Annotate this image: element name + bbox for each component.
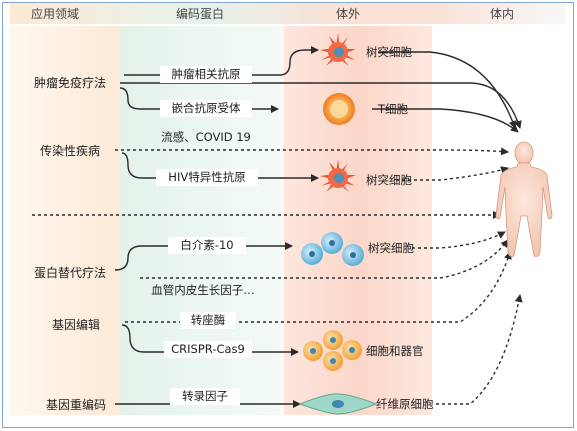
app-label-tumor-immunotherapy: 肿瘤免疫疗法: [34, 76, 107, 90]
app-label-protein-replacement: 蛋白替代疗法: [34, 266, 107, 280]
protein-transposase: 转座酶: [180, 312, 236, 329]
row-gene-edit-arrows: [121, 251, 512, 356]
column-in-vivo: [432, 26, 566, 415]
protein-crispr-cas9: CRISPR-Cas9: [164, 341, 252, 358]
header-band: [10, 3, 566, 24]
dendritic-cell-1: [320, 33, 356, 66]
dendritic-cell-2: [320, 159, 356, 192]
protein-flu-covid: 流感、COVID 19: [161, 130, 251, 144]
header-encoded-protein: 编码蛋白: [175, 7, 224, 21]
row-infect-arrows: [32, 147, 509, 219]
protein-car: 嵌合抗原受体: [160, 100, 252, 117]
header-in-vivo: 体内: [489, 7, 514, 21]
yellow-cell-cluster: [303, 330, 362, 371]
header-in-vitro: 体外: [335, 7, 360, 21]
protein-tumor-antigen: 肿瘤相关抗原: [160, 66, 252, 83]
row-tumor-arrows: [119, 46, 522, 133]
app-label-infectious-disease: 传染性疾病: [40, 144, 101, 158]
human-body-icon: [495, 141, 553, 257]
column-application: [10, 26, 120, 415]
cell-label-dendritic-3: 树突细胞: [368, 241, 414, 255]
cell-label-t-cell: T细胞: [378, 102, 409, 116]
cell-label-cells-and-organs: 细胞和器官: [366, 344, 424, 358]
cell-label-fibroblast: 纤维原细胞: [376, 397, 434, 411]
protein-il10: 白介素-10: [168, 237, 246, 254]
cell-label-dendritic-1: 树突细胞: [366, 45, 412, 59]
fibroblast-cell: [298, 393, 378, 415]
blue-cell-cluster: [301, 232, 364, 266]
app-label-gene-editing: 基因编辑: [52, 318, 101, 332]
row-protein-arrows: [114, 231, 509, 279]
header-application: 应用领域: [30, 7, 79, 21]
protein-vegf: 血管内皮生长因子…: [151, 283, 255, 297]
protein-hiv-antigen: HIV特异性抗原: [156, 169, 258, 186]
t-cell: [323, 93, 355, 125]
protein-transcription-factor: 转录因子: [170, 388, 240, 405]
app-label-gene-reprogramming: 基因重编码: [46, 398, 107, 412]
cell-label-dendritic-2: 树突细胞: [366, 173, 412, 187]
